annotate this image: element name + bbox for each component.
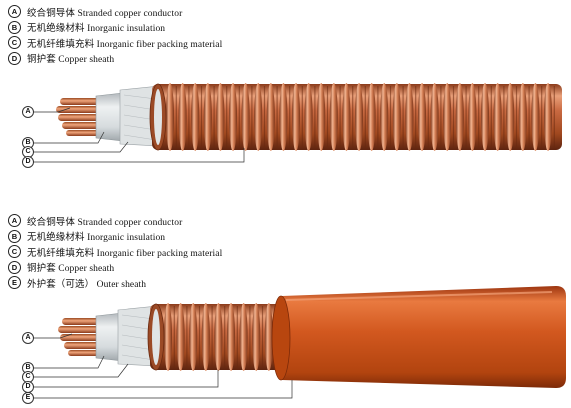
corrugation-ridge: [405, 83, 414, 151]
callout-lines-bottom: [34, 333, 293, 399]
corrugation-ridge: [228, 83, 238, 151]
corrugation-ridge: [543, 83, 553, 151]
callout-lines-top: [34, 107, 245, 163]
stranded-conductor-bottom: [58, 318, 104, 356]
corrugation-ridge: [506, 83, 515, 151]
corrugation-ridge: [241, 83, 250, 151]
corrugation-ridge: [468, 83, 477, 151]
corrugation-ridge: [417, 83, 427, 151]
corrugation-ridge: [239, 303, 248, 371]
corrugation-ridge: [317, 83, 326, 151]
corrugation-ridge: [518, 83, 527, 151]
cable-top: [56, 83, 562, 151]
corrugation-ridge: [480, 83, 490, 151]
corrugation-ridge: [455, 83, 464, 151]
corrugation-ridge: [216, 83, 225, 151]
corrugation-ridge: [342, 83, 351, 151]
corrugation-ridge: [264, 303, 273, 371]
corrugation-ridge: [531, 83, 540, 151]
corrugation-ridge: [443, 83, 452, 151]
corrugation-ridge: [380, 83, 389, 151]
corrugation-ridge: [165, 83, 175, 151]
corrugation-ridge: [329, 83, 338, 151]
corrugation-ridge: [493, 83, 502, 151]
corrugation-ridge: [291, 83, 301, 151]
corrugation-ridge: [191, 83, 200, 151]
outer-sheath: [277, 286, 566, 388]
corrugation-ridge: [354, 83, 364, 151]
corrugation-ridge: [203, 83, 212, 151]
corrugation-ridge: [304, 83, 313, 151]
corrugation-ridge: [279, 83, 288, 151]
corrugation-ridge: [163, 303, 173, 371]
stranded-conductor-top: [56, 98, 104, 136]
corrugation-ridge: [254, 83, 263, 151]
corrugation-ridge: [392, 83, 401, 151]
callout-a-top: A: [22, 106, 34, 118]
corrugation-ridge: [178, 83, 187, 151]
corrugation-ridge: [430, 83, 439, 151]
corrugation-ridge: [367, 83, 376, 151]
corrugation-ridge: [252, 303, 261, 371]
corrugation-ridge: [189, 303, 198, 371]
corrugation-ridge: [214, 303, 223, 371]
corrugation-ridge: [201, 303, 210, 371]
corrugation-ridge: [176, 303, 185, 371]
corrugation-ridge: [266, 83, 275, 151]
callout-e-bottom: E: [22, 392, 34, 404]
callout-d-top: D: [22, 156, 34, 168]
callout-a-bottom: A: [22, 332, 34, 344]
corrugation-ridge: [226, 303, 236, 371]
cable-bottom: [58, 286, 566, 388]
